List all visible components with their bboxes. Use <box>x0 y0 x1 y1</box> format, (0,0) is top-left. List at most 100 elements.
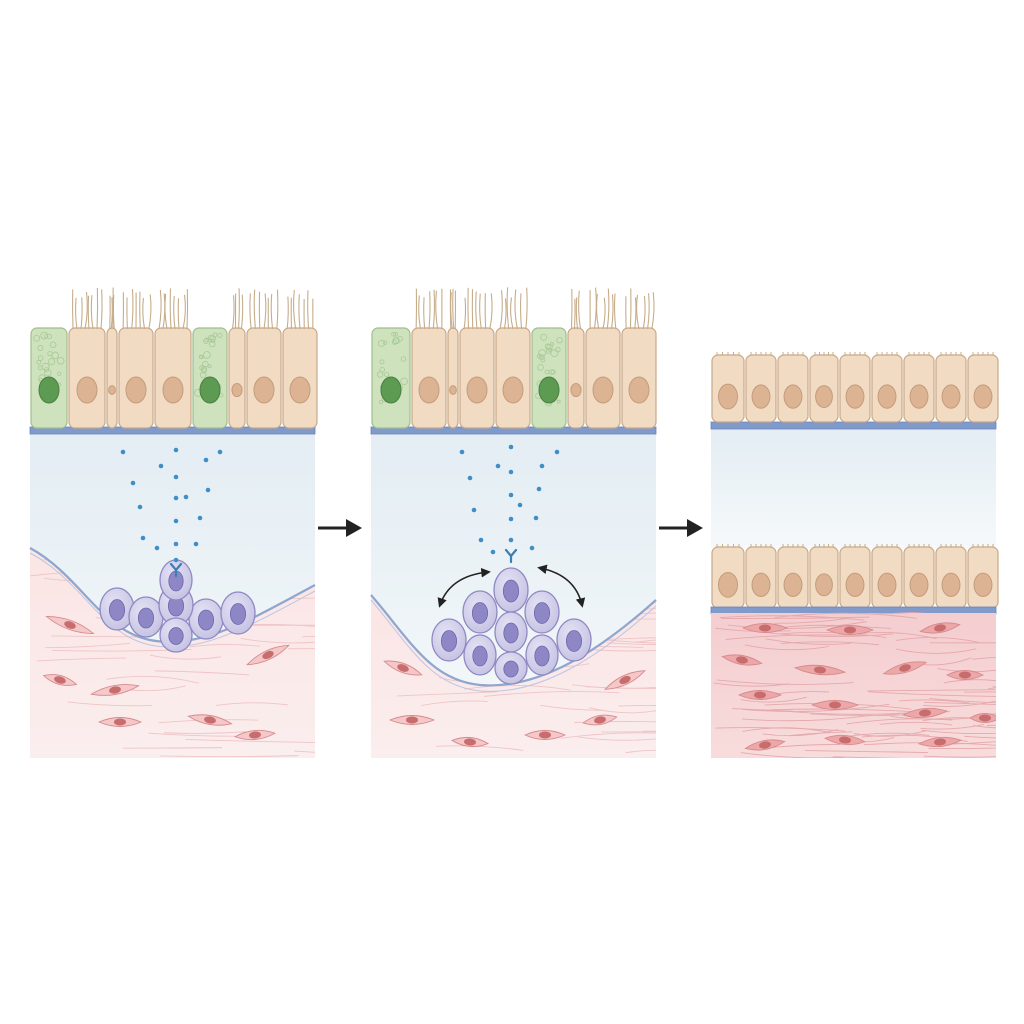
fibroblast <box>882 661 928 675</box>
epithelial-cell <box>711 352 745 423</box>
basement-membrane-curve <box>29 547 316 644</box>
goblet-cell <box>30 327 68 429</box>
collagen-fiber <box>122 747 223 749</box>
basal-stem-cell <box>431 618 467 662</box>
fibroblast <box>901 707 949 719</box>
signal-dot <box>193 541 199 547</box>
fibroblast-nucleus <box>844 626 856 634</box>
collagen-fiber <box>963 691 996 693</box>
epithelial-cell <box>106 287 118 429</box>
nucleus <box>717 571 739 598</box>
fibroblast-nucleus <box>814 666 826 674</box>
nucleus <box>570 382 582 398</box>
nucleus <box>466 376 488 404</box>
nucleus <box>108 385 116 395</box>
epithelial-cell <box>839 544 871 609</box>
fibroblast-nucleus <box>249 731 261 739</box>
fibroblast-nucleus <box>829 701 841 709</box>
migration-arrows <box>437 564 586 608</box>
nucleus <box>502 376 524 404</box>
panel-squamous-repair <box>710 352 999 758</box>
collagen-fiber <box>44 642 131 649</box>
collagen-fiber <box>560 732 656 739</box>
cilia <box>286 289 314 330</box>
fibroblast <box>451 736 489 748</box>
signal-dot <box>120 449 126 455</box>
cilia <box>499 287 528 330</box>
nucleus <box>162 376 184 404</box>
fibroblast <box>582 714 618 726</box>
goblet-cell <box>371 327 411 429</box>
basal-cell-cluster <box>99 559 256 653</box>
fibroblast <box>97 717 143 727</box>
collagen-fiber <box>832 756 909 758</box>
signal-dot <box>478 537 484 543</box>
basal-stem-cell <box>463 634 497 676</box>
epithelial-cell <box>777 544 809 609</box>
epithelial-cell <box>711 544 745 609</box>
nucleus <box>845 384 865 409</box>
epithelial-cell <box>809 352 839 423</box>
signal-dot <box>467 475 473 481</box>
nucleus <box>538 376 560 404</box>
signal-dot <box>508 444 514 450</box>
signal-dot <box>173 541 179 547</box>
basal-stem-cell <box>99 587 135 631</box>
collagen-fiber <box>185 738 315 744</box>
collagen-fiber <box>618 704 656 710</box>
cilia <box>231 288 244 330</box>
collagen-fiber <box>464 685 571 691</box>
collagen-fiber <box>943 679 996 684</box>
nucleus <box>909 384 929 409</box>
epithelial-cell <box>495 287 531 429</box>
signal-dot <box>508 469 514 475</box>
fibroblast-nucleus <box>934 738 946 746</box>
fibroblast-nucleus <box>759 741 771 749</box>
panel-basal-proliferation <box>370 287 657 758</box>
collagen-fiber <box>397 691 498 697</box>
collagen-fiber <box>742 727 830 733</box>
collagen-fiber <box>483 691 620 697</box>
nucleus <box>973 384 993 409</box>
fibroblast-nucleus <box>539 731 551 739</box>
fibroblast-nucleus <box>262 650 274 660</box>
fibroblast <box>603 670 647 690</box>
epithelial-cell <box>967 352 999 423</box>
collagen-fiber <box>721 616 870 619</box>
fibroblast <box>523 730 567 740</box>
nucleus <box>76 376 98 404</box>
signal-dot <box>490 549 496 555</box>
basal-nucleus <box>502 579 520 603</box>
signal-dot <box>183 494 189 500</box>
collagen-fiber <box>928 747 996 750</box>
nucleus <box>909 572 929 597</box>
fibroblast <box>744 739 786 751</box>
collagen-fiber <box>867 689 996 692</box>
signal-dot <box>173 518 179 524</box>
stroma <box>711 612 996 758</box>
signal-dot <box>173 557 179 563</box>
cilia <box>109 287 115 330</box>
collagen-fiber <box>992 686 996 688</box>
basal-nucleus <box>168 627 184 645</box>
signal-dot <box>130 480 136 486</box>
signal-dot <box>508 537 514 543</box>
signal-dot <box>495 463 501 469</box>
collagen-fiber <box>160 755 299 758</box>
basal-nucleus <box>197 609 215 631</box>
signal-dot <box>539 463 545 469</box>
nucleus <box>231 382 243 398</box>
epithelial-cell <box>745 544 777 609</box>
epithelial-cell <box>567 289 585 429</box>
collagen-fiber <box>899 699 970 704</box>
epithelial-cell <box>282 289 318 429</box>
collagen-fiber <box>155 670 250 676</box>
signal-dot <box>529 545 535 551</box>
collagen-fiber <box>585 685 656 689</box>
cilia <box>570 289 582 330</box>
fibroblast <box>737 690 783 700</box>
collagen-fiber <box>741 714 872 722</box>
collagen-fiber <box>923 700 996 707</box>
collagen-fiber <box>421 700 488 706</box>
panel-injury-signal <box>29 287 318 758</box>
